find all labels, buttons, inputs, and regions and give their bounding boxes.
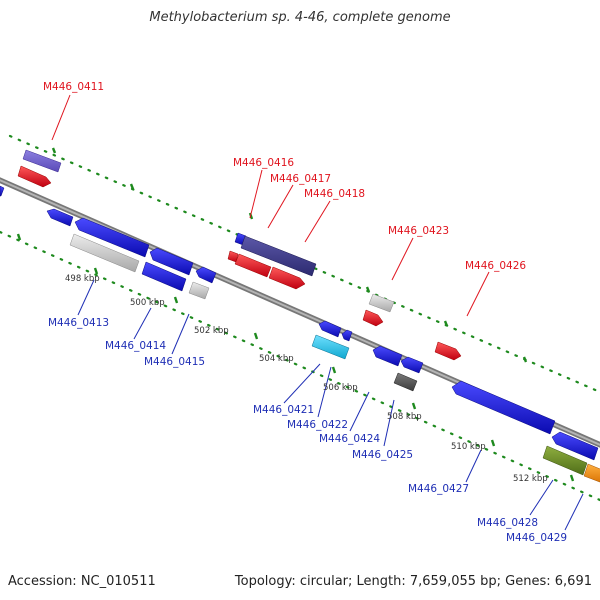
gene-lightgray-0423[interactable] [368,293,395,313]
forward-leader-lines [51,94,490,317]
gene-red-0411b[interactable] [17,165,52,188]
tick-label-512: 512 kbp [513,474,548,484]
gene-label-M446_0428[interactable]: M446_0428 [477,517,538,529]
gene-label-M446_0418[interactable]: M446_0418 [304,188,365,200]
gene-blue-0412b[interactable] [74,217,150,258]
gene-red-0423[interactable] [362,309,384,327]
gene-lightgray-0413[interactable] [69,233,140,273]
gene-label-M446_0411[interactable]: M446_0411 [43,81,104,93]
accession-text: Accession: NC_010511 [8,574,156,589]
gene-label-M446_0417[interactable]: M446_0417 [270,173,331,185]
gene-red-0417[interactable] [234,253,272,278]
gene-blue-0420[interactable] [318,320,342,338]
gene-olive-0428[interactable] [542,445,588,476]
gene-label-M446_0413[interactable]: M446_0413 [48,317,109,329]
gene-label-M446_0421[interactable]: M446_0421 [253,404,314,416]
gene-blue-0428a[interactable] [551,431,599,461]
gene-label-M446_0429[interactable]: M446_0429 [506,532,567,544]
gene-blue-0427[interactable] [451,380,556,435]
gene-label-M446_0423[interactable]: M446_0423 [388,225,449,237]
gene-label-M446_0424[interactable]: M446_0424 [319,433,380,445]
gene-blue-0424a[interactable] [372,345,403,367]
gene-purple-0411[interactable] [22,149,62,173]
gene-blue-0412[interactable] [46,208,74,227]
gene-label-M446_0414[interactable]: M446_0414 [105,340,166,352]
gene-blue-0[interactable] [0,185,5,197]
gene-blue-0424b[interactable] [400,356,424,374]
topology-text: Topology: circular; Length: 7,659,055 bp… [234,574,592,589]
inner-dotted-track [0,230,600,502]
gene-label-M446_0422[interactable]: M446_0422 [287,419,348,431]
gene-label-M446_0426[interactable]: M446_0426 [465,260,526,272]
gene-red-0418[interactable] [268,266,306,290]
gene-label-M446_0415[interactable]: M446_0415 [144,356,205,368]
gene-darkpurple-0416[interactable] [240,235,317,277]
tick-label-504: 504 kbp [259,354,294,364]
gene-blue-0420b[interactable] [341,329,353,342]
tick-label-508: 508 kbp [387,412,422,422]
gene-blue-0415[interactable] [195,266,217,284]
gene-label-M446_0425[interactable]: M446_0425 [352,449,413,461]
tick-label-510: 510 kbp [451,442,486,452]
gene-orange-0429[interactable] [583,463,600,484]
gene-lightgray-0415[interactable] [188,281,210,300]
gene-cyan-0421[interactable] [311,334,350,360]
tick-label-502: 502 kbp [194,326,229,336]
gene-blue-0413b[interactable] [149,247,194,276]
gene-label-M446_0427[interactable]: M446_0427 [408,483,469,495]
tick-label-498: 498 kbp [65,274,100,284]
gene-darkgray-0425[interactable] [393,372,418,392]
inner-tick-marks [16,233,575,482]
gene-red-0426[interactable] [434,341,462,361]
gene-label-M446_0416[interactable]: M446_0416 [233,157,294,169]
gene-blue-0414[interactable] [141,261,187,292]
map-title: Methylobacterium sp. 4-46, complete geno… [149,10,451,25]
reverse-leader-lines [77,279,584,531]
tick-label-506: 506 kbp [323,383,358,393]
tick-label-500: 500 kbp [130,298,165,308]
